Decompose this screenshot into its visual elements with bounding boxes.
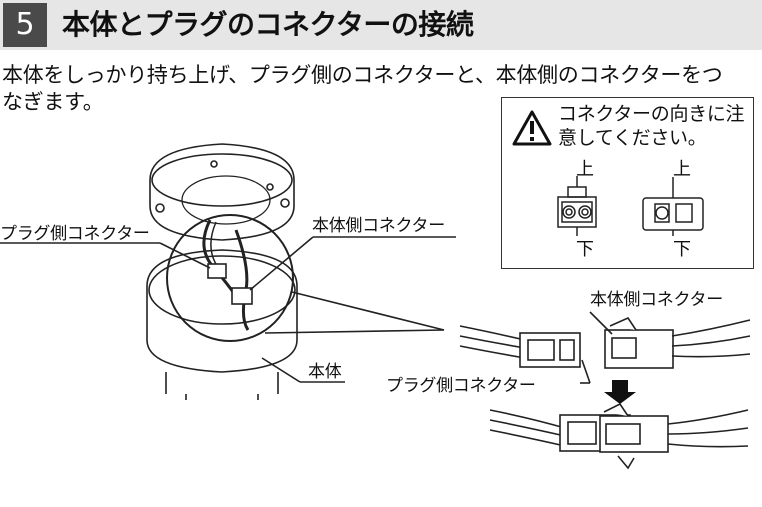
connector-orientation-diagram	[557, 176, 704, 236]
warning-triangle-icon	[512, 110, 552, 146]
body-connector-label-center: 本体側コネクター	[312, 216, 445, 236]
step-header: 5 本体とプラグのコネクターの接続	[0, 0, 762, 50]
step-title: 本体とプラグのコネクターの接続	[62, 8, 474, 41]
body-label: 本体	[308, 362, 342, 382]
body-connector-label-right: 本体側コネクター	[590, 290, 723, 310]
notice-text: コネクターの向きに注意してください。	[558, 103, 745, 149]
left-connector-top-label: 上	[576, 159, 594, 180]
orientation-notice-box: コネクターの向きに注意してください。 上 上 下 下	[501, 97, 754, 269]
instruction-line-2: なぎます。	[2, 90, 104, 114]
instruction-line-1: 本体をしっかり持ち上げ、プラグ側のコネクターと、本体側のコネクターをつ	[2, 63, 723, 87]
plug-connector-label-left: プラグ側コネクター	[0, 224, 150, 244]
right-connector-top-label: 上	[673, 159, 691, 180]
plug-connector-label-right: プラグ側コネクター	[386, 376, 536, 396]
instruction-text: 本体をしっかり持ち上げ、プラグ側のコネクターと、本体側のコネクターをつ なぎます…	[2, 62, 758, 116]
step-number-badge: 5	[3, 3, 47, 47]
left-connector-bottom-label: 下	[576, 239, 594, 260]
right-connector-bottom-label: 下	[673, 239, 691, 260]
